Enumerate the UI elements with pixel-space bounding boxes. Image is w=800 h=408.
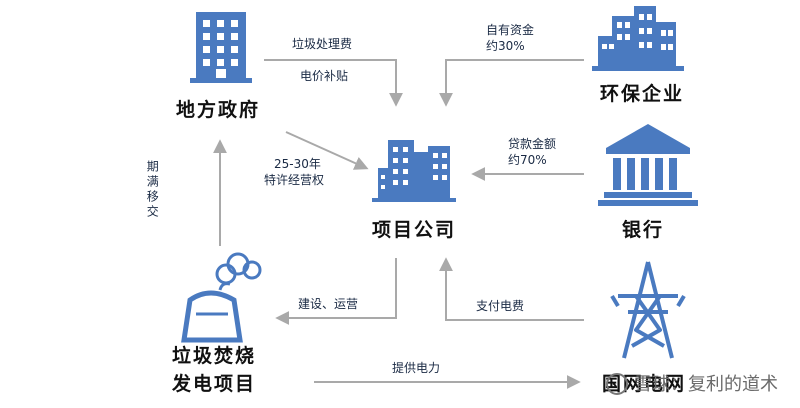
build-operate-label: 建设、运营 (298, 297, 359, 311)
arrow-enterprise-to-company (439, 59, 584, 107)
arrow-gov-to-company (264, 59, 403, 107)
incineration-plant-icon (181, 252, 262, 343)
pay-electricity-fee-label: 支付电费 (476, 299, 525, 313)
bank-to-company-label-line1: 贷款金额 (508, 137, 557, 151)
arrow-company-to-plant (275, 258, 397, 325)
bank-to-company-label-line2: 约70% (508, 153, 547, 167)
transfer-on-expiry-label: 期满移交 (145, 160, 160, 220)
bank-icon (598, 124, 698, 206)
enterprise-to-company-label-line1: 自有资金 (486, 23, 535, 37)
enterprise-buildings-icon (592, 6, 684, 71)
waste-power-project-label-line1: 垃圾焚烧 (172, 345, 257, 367)
watermark: 雪球：复利的道术 (606, 370, 778, 396)
project-company-buildings-icon (372, 140, 456, 202)
enterprise-to-company-label-line2: 约30% (486, 39, 525, 53)
waste-power-project-label-line2: 发电项目 (172, 373, 257, 395)
arrow-grid-to-company (439, 257, 584, 321)
arrows (213, 59, 584, 389)
snowball-logo-icon (606, 373, 628, 395)
project-company-label: 项目公司 (372, 219, 457, 241)
environmental-enterprise-label: 环保企业 (600, 83, 685, 105)
local-government-label: 地方政府 (176, 99, 261, 121)
watermark-text: 雪球：复利的道术 (634, 374, 778, 395)
gov-to-company-label-line1: 垃圾处理费 (292, 37, 353, 51)
supply-power-label: 提供电力 (392, 361, 441, 375)
government-building-icon (190, 12, 252, 83)
power-tower-icon (610, 261, 686, 359)
concession-label-line2: 特许经营权 (264, 173, 325, 187)
gov-to-company-label-line2: 电价补贴 (300, 69, 349, 83)
concession-label-line1: 25-30年 (274, 157, 321, 171)
bank-label: 银行 (622, 219, 665, 241)
arrow-gov-to-company-concession (285, 131, 369, 170)
